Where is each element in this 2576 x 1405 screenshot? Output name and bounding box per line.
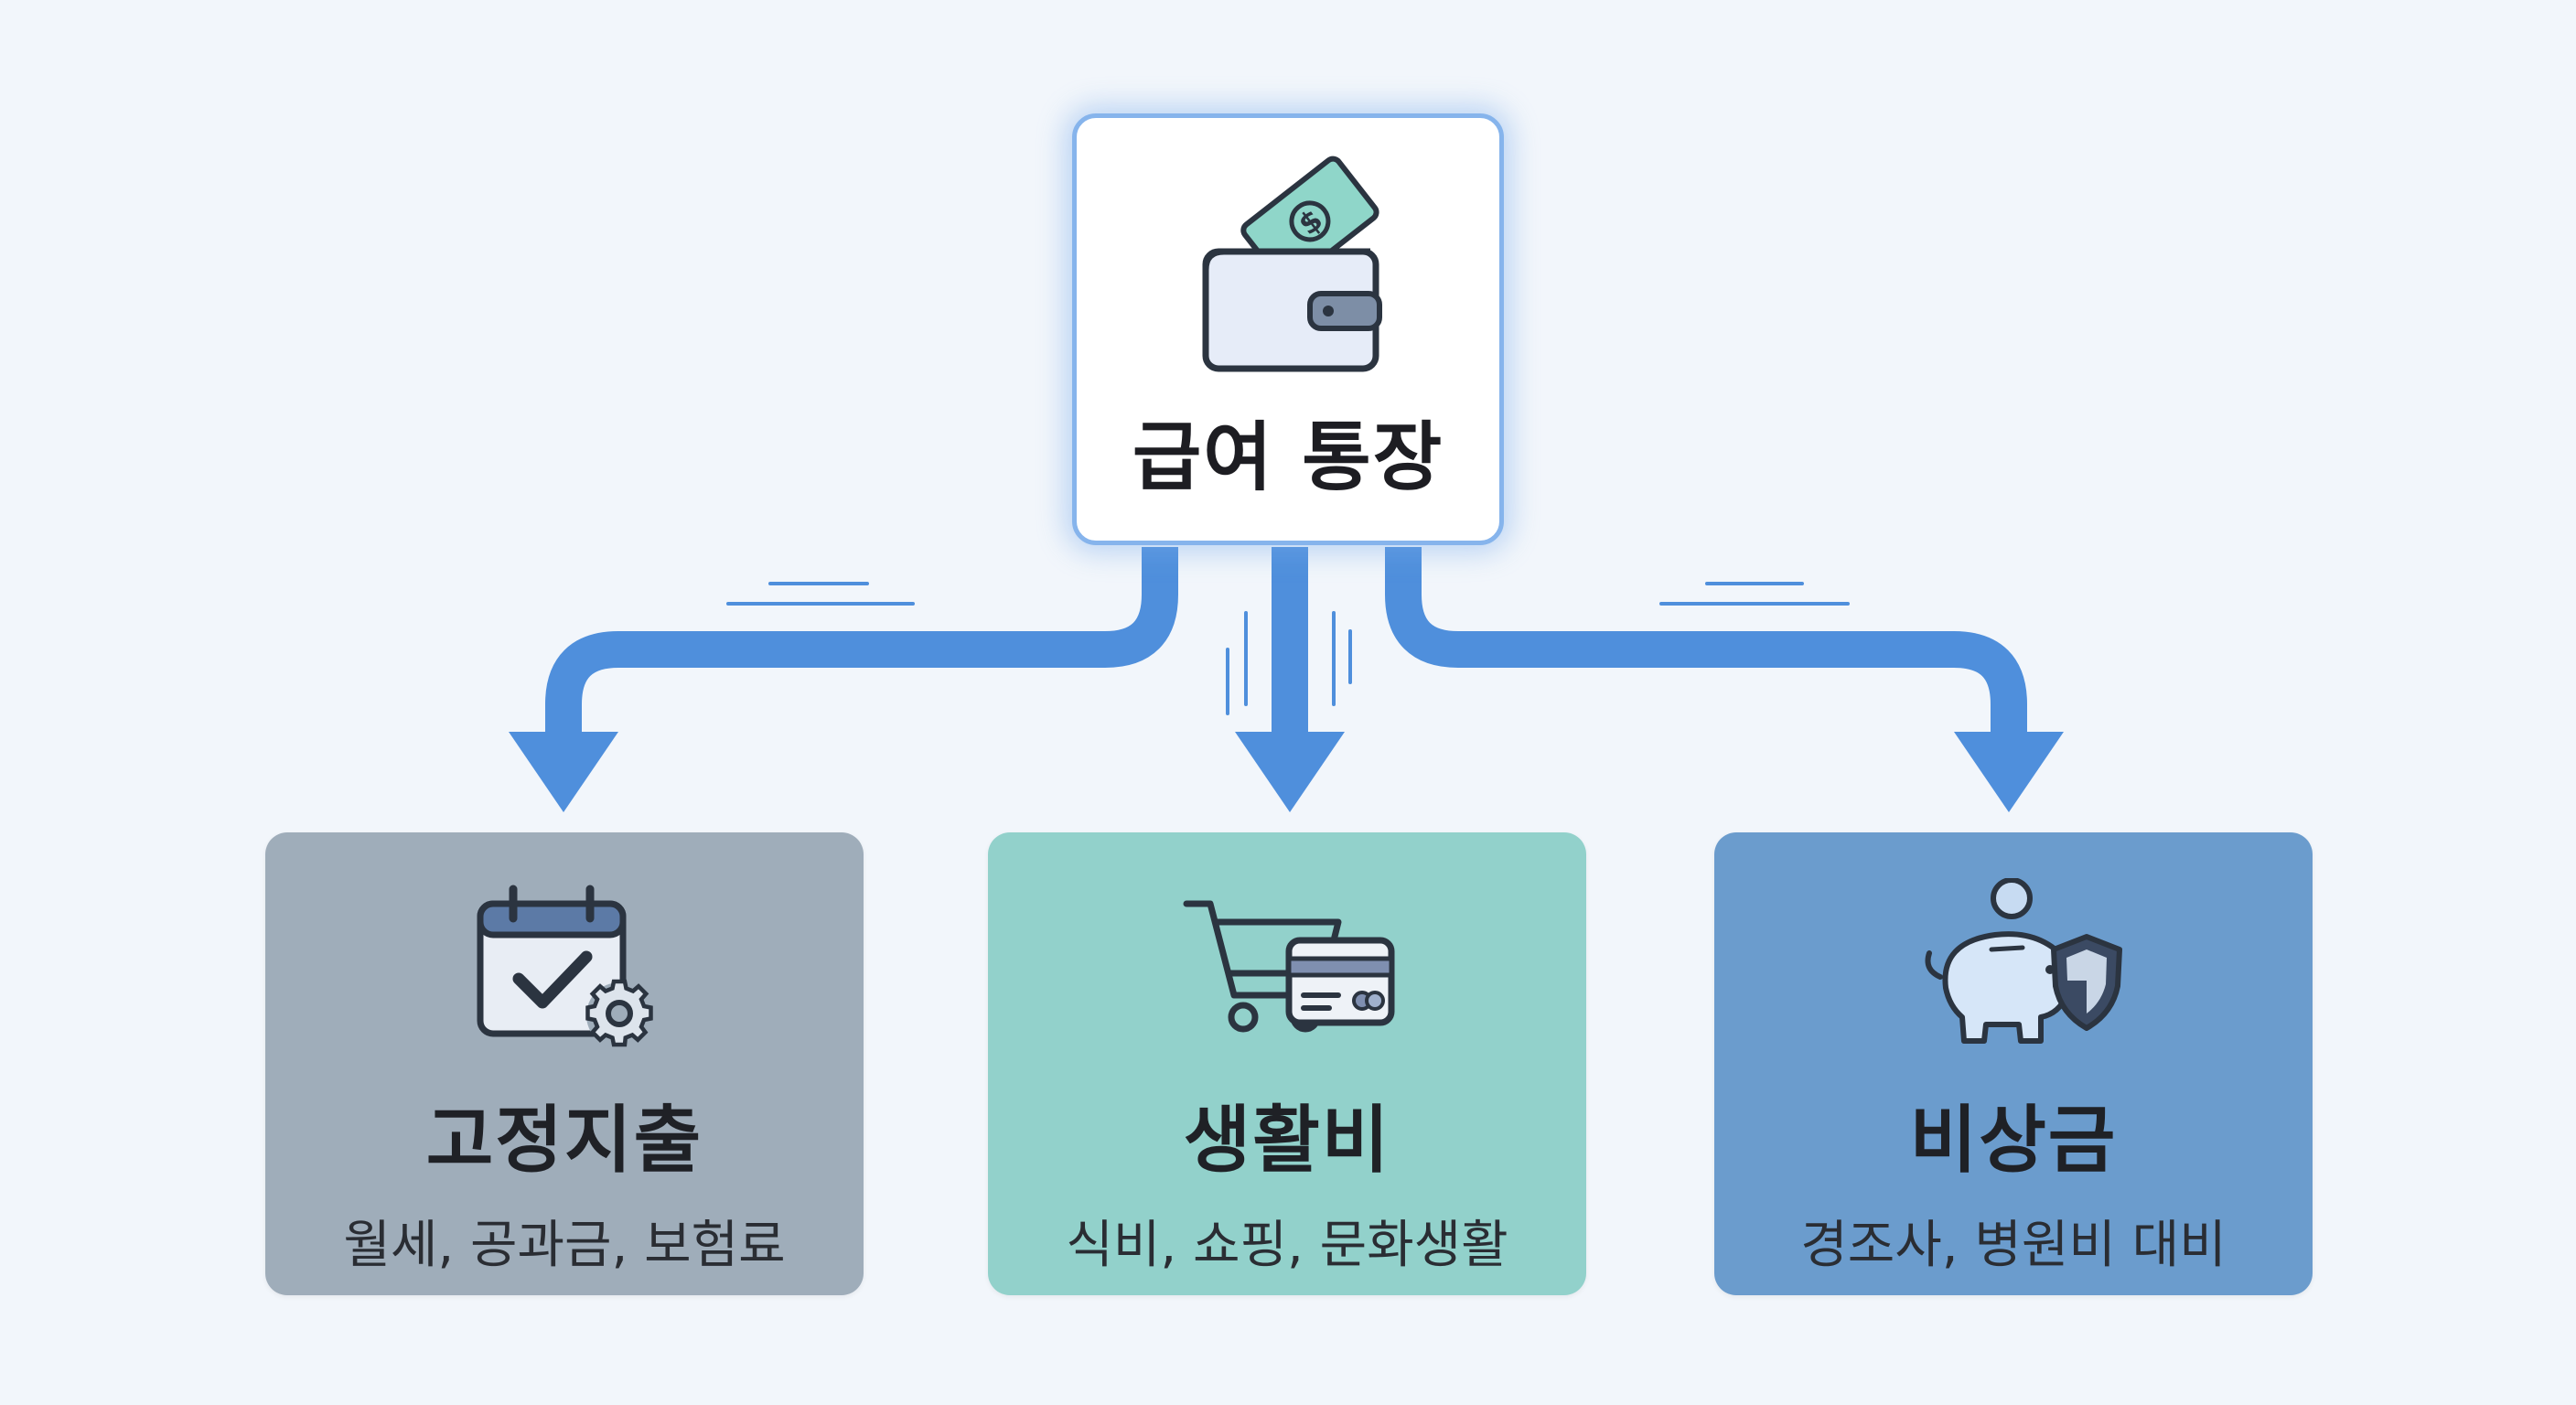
living-expenses-subtitle: 식비, 쇼핑, 문화생활 [1066,1216,1508,1275]
wallet-with-cash-icon: $ [1187,151,1389,380]
fixed-expenses-box: 고정지출 월세, 공과금, 보험료 [265,832,864,1295]
calendar-check-gear-icon [455,878,674,1061]
source-title: 급여 통장 [1132,414,1444,501]
cart-and-card-icon [1177,878,1397,1061]
emergency-fund-title: 비상금 [1909,1098,2118,1183]
source-account-box: $ 급여 통장 [1072,113,1504,545]
arrowhead-emergency [1954,732,2064,812]
arrowhead-fixed [509,732,618,812]
emergency-fund-subtitle: 경조사, 병원비 대비 [1800,1216,2227,1275]
living-expenses-title: 생활비 [1183,1098,1391,1183]
fixed-expenses-title: 고정지출 [425,1098,703,1183]
fixed-expenses-subtitle: 월세, 공과금, 보험료 [343,1216,786,1275]
piggy-bank-shield-icon [1904,878,2123,1061]
emergency-fund-box: 비상금 경조사, 병원비 대비 [1714,832,2313,1295]
arrow-to-fixed [545,547,1178,732]
arrowhead-living [1235,732,1345,812]
living-expenses-box: 생활비 식비, 쇼핑, 문화생활 [988,832,1586,1295]
arrow-to-emergency [1385,547,2027,732]
